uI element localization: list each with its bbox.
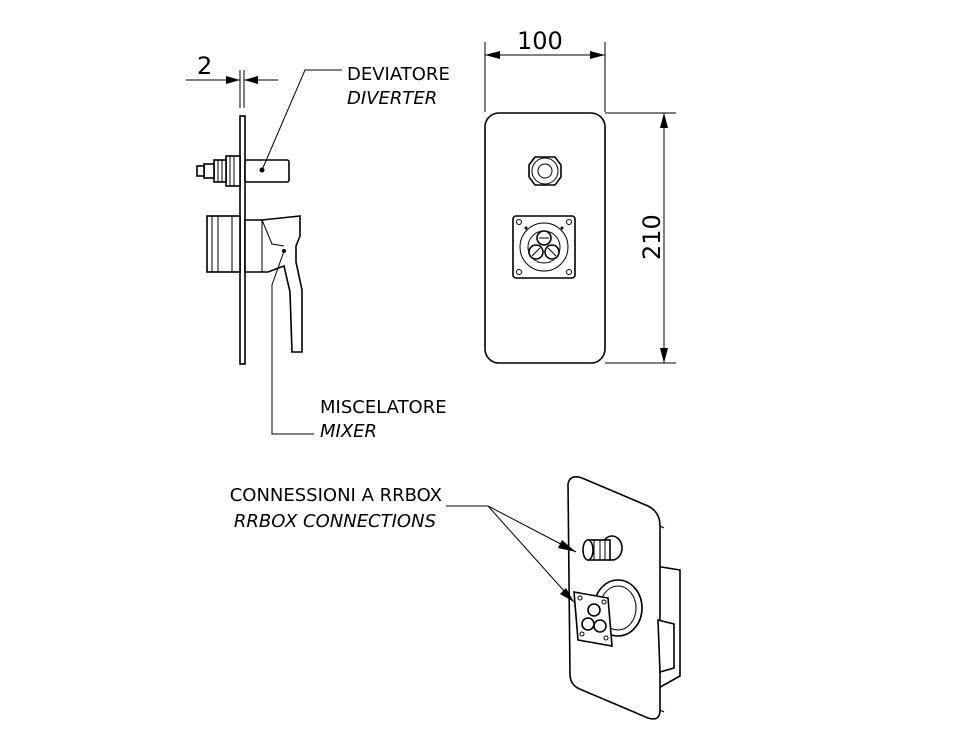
mixer-label-en: MIXER [320, 421, 377, 442]
mixer-leader [271, 250, 314, 435]
mixer-cartridge-side [206, 215, 241, 273]
side-view: 2 [186, 52, 450, 442]
width-value: 100 [517, 27, 563, 55]
diverter-side [196, 155, 290, 187]
diverter-label-en: DIVERTER [347, 88, 437, 109]
connections-label-en: RRBOX CONNECTIONS [234, 511, 436, 532]
mixer-handle-side [244, 215, 303, 353]
diverter-leader [259, 69, 342, 173]
front-view: 100 210 [484, 27, 676, 364]
iso-handle [657, 618, 675, 674]
diverter-knob-front [528, 156, 562, 186]
connections-label-it: CONNESSIONI A RRBOX [230, 485, 442, 506]
thickness-dimension: 2 [186, 52, 278, 108]
height-dimension: 210 [605, 112, 676, 364]
mixer-label-it: MISCELATORE [320, 397, 447, 418]
thickness-value: 2 [197, 52, 212, 80]
mixer-cartridge-front [512, 215, 576, 279]
iso-diverter [582, 535, 623, 561]
height-value: 210 [638, 214, 666, 260]
diverter-label-it: DEVIATORE [347, 64, 450, 85]
connections-leader [446, 505, 577, 603]
width-dimension: 100 [484, 27, 606, 112]
isometric-view: CONNESSIONI A RRBOX RRBOX CONNECTIONS [230, 476, 681, 720]
iso-mixer [573, 579, 643, 647]
